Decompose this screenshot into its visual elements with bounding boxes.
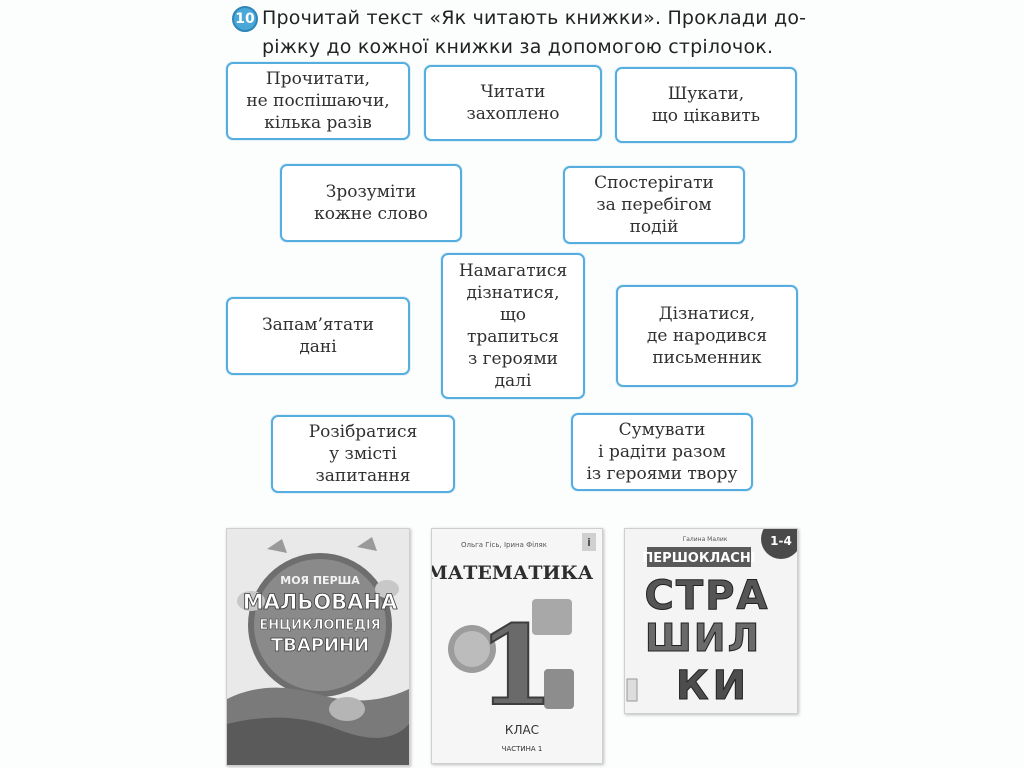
- task-line: ріжку до кожної книжки за допомогою стрі…: [262, 36, 774, 58]
- task-line: Прочитай текст «Як читають книжки». Прок…: [262, 7, 807, 29]
- box-line: не поспішаючи,: [246, 91, 390, 111]
- book-math-cover-art: i Ольга Гісь, Ірина Філяк МАТЕМАТИКА 1 К…: [432, 529, 602, 763]
- book-title-line: МАЛЬОВАНА: [243, 590, 398, 614]
- box-line: Прочитати,: [265, 69, 371, 89]
- task-number-badge: 10: [232, 6, 258, 32]
- box-follow-events[interactable]: Спостерігати за перебігом подій: [563, 166, 745, 244]
- box-line: подій: [629, 217, 679, 237]
- box-line: захоплено: [466, 104, 560, 124]
- box-line: далі: [494, 371, 532, 391]
- book-encyclopedia[interactable]: МОЯ ПЕРША МАЛЬОВАНА ЕНЦИКЛОПЕДІЯ ТВАРИНИ: [226, 528, 410, 766]
- box-line: Дізнатися,: [658, 304, 756, 324]
- book-math-authors: Ольга Гісь, Ірина Філяк: [461, 541, 547, 549]
- book-first-graders-grades: 1-4: [770, 534, 792, 548]
- box-line: що: [499, 305, 527, 325]
- box-line: Запам’ятати: [262, 315, 374, 335]
- book-math[interactable]: i Ольга Гісь, Ірина Філяк МАТЕМАТИКА 1 К…: [431, 528, 603, 764]
- box-line: за перебігом: [596, 195, 712, 215]
- box-understand-questions[interactable]: Розібратися у змісті запитання: [271, 415, 455, 493]
- box-line: запитання: [315, 466, 411, 486]
- box-read-enthusiastically[interactable]: Читати захоплено: [424, 65, 602, 141]
- book-title-line: КИ: [676, 663, 750, 709]
- box-line: де народився: [646, 326, 768, 346]
- box-line: дізнатися,: [466, 283, 560, 303]
- svg-text:i: i: [587, 536, 591, 549]
- book-math-title: МАТЕМАТИКА: [432, 562, 594, 584]
- box-line: Розібратися: [308, 422, 418, 442]
- box-search-interesting[interactable]: Шукати, що цікавить: [615, 67, 797, 143]
- box-understand-word[interactable]: Зрозуміти кожне слово: [280, 164, 462, 242]
- box-read-slowly[interactable]: Прочитати, не поспішаючи, кілька разів: [226, 62, 410, 140]
- box-line: Зрозуміти: [325, 182, 417, 202]
- task-instruction: Прочитай текст «Як читають книжки». Прок…: [262, 4, 822, 62]
- book-math-grade-label: КЛАС: [505, 723, 539, 737]
- book-title-line: СТРА: [645, 573, 770, 619]
- box-line: Читати: [480, 82, 546, 102]
- book-first-graders-cover-art: 1-4 Галина Малик ПЕРШОКЛАСНІ СТРА ШИЛ КИ: [625, 529, 797, 713]
- box-grieve-rejoice[interactable]: Сумувати і радіти разом із героями твору: [571, 413, 753, 491]
- book-encyclopedia-cover-art: МОЯ ПЕРША МАЛЬОВАНА ЕНЦИКЛОПЕДІЯ ТВАРИНИ: [227, 529, 409, 765]
- box-line: кілька разів: [264, 113, 372, 133]
- box-line: трапиться: [467, 327, 559, 347]
- box-line: письменник: [652, 348, 762, 368]
- book-encyclopedia-title: МОЯ ПЕРША МАЛЬОВАНА ЕНЦИКЛОПЕДІЯ ТВАРИНИ: [242, 574, 398, 656]
- box-line: кожне слово: [314, 204, 428, 224]
- book-first-graders-series: ПЕРШОКЛАСНІ: [642, 551, 755, 566]
- book-first-graders[interactable]: 1-4 Галина Малик ПЕРШОКЛАСНІ СТРА ШИЛ КИ: [624, 528, 798, 714]
- book-title-line: ЕНЦИКЛОПЕДІЯ: [259, 618, 380, 633]
- book-title-line: ТВАРИНИ: [271, 635, 369, 656]
- book-math-big-number: 1: [478, 601, 555, 730]
- box-line: Спостерігати: [594, 173, 714, 193]
- box-line: дані: [299, 337, 337, 357]
- book-math-part-label: ЧАСТИНА 1: [502, 745, 543, 753]
- box-line: Намагатися: [458, 261, 568, 281]
- box-line: що цікавить: [651, 106, 761, 126]
- box-line: у змісті: [329, 444, 397, 464]
- book-title-line: ШИЛ: [645, 616, 761, 660]
- box-learn-heroes[interactable]: Намагатися дізнатися, що трапиться з гер…: [441, 253, 585, 399]
- box-line: Шукати,: [667, 84, 745, 104]
- box-line: із героями твору: [586, 464, 738, 484]
- box-line: і радіти разом: [598, 442, 726, 462]
- box-remember-data[interactable]: Запам’ятати дані: [226, 297, 410, 375]
- book-title-line: МОЯ ПЕРША: [280, 574, 360, 587]
- box-line: з героями: [467, 349, 559, 369]
- box-line: Сумувати: [618, 420, 706, 440]
- box-learn-writer[interactable]: Дізнатися, де народився письменник: [616, 285, 798, 387]
- book-first-graders-author: Галина Малик: [683, 536, 728, 543]
